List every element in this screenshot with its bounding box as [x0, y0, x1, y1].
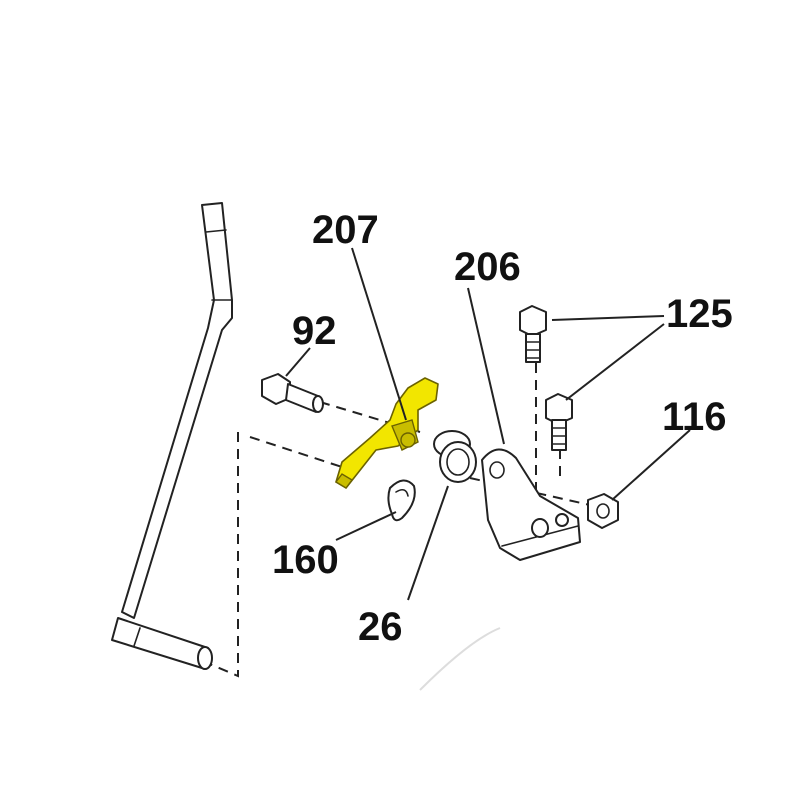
- bolt-92: [261, 373, 324, 413]
- part-207-highlighted: [334, 377, 439, 489]
- callout-207: 207: [312, 208, 379, 252]
- callout-26: 26: [358, 605, 403, 649]
- callout-92: 92: [292, 309, 337, 353]
- callout-206: 206: [454, 245, 521, 289]
- callout-160: 160: [272, 538, 339, 582]
- callout-116: 116: [662, 395, 727, 439]
- cotter-pin-160: [387, 479, 416, 522]
- leader-lines: [285, 247, 691, 601]
- bracket-206: [481, 448, 581, 561]
- background-arc: [419, 627, 501, 691]
- bolts-125: [519, 305, 573, 451]
- nut-116: [587, 493, 619, 529]
- spring-26: [433, 430, 477, 483]
- lever-rod: [111, 202, 233, 670]
- callout-125: 125: [666, 292, 733, 336]
